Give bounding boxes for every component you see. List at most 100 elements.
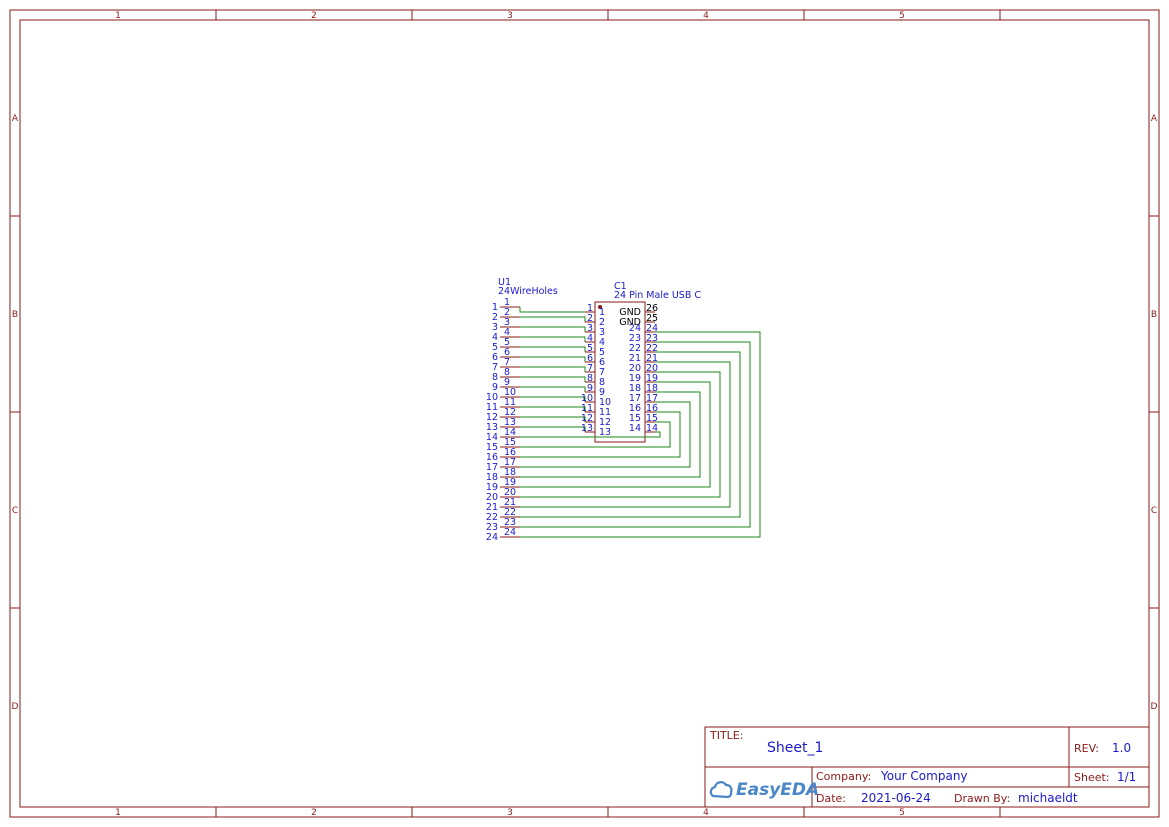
u1-pin-name: 12 [504, 407, 516, 418]
frame-row-label-right: D [1151, 702, 1158, 712]
c1-gnd-label: GND [619, 317, 641, 328]
u1-part-name: 24WireHoles [498, 286, 558, 297]
c1-left-pin-name: 5 [599, 347, 605, 358]
c1-right-pin-name: 22 [629, 343, 641, 354]
cloud-icon [709, 781, 733, 799]
u1-pin-number: 23 [486, 522, 498, 533]
u1-pin-name: 3 [504, 317, 510, 328]
wire-right [520, 341, 751, 528]
u1-pin-number: 12 [486, 412, 498, 423]
c1-left-pin-name: 13 [599, 427, 611, 438]
c1-gnd-pin-number: 26 [646, 303, 658, 314]
u1-pin-number: 16 [486, 452, 498, 463]
component-u1[interactable]: U1 24WireHoles [498, 277, 558, 297]
c1-right-pin-name: 19 [629, 373, 641, 384]
u1-pin-number: 3 [492, 322, 498, 333]
c1-right-pin-name: 15 [629, 413, 641, 424]
rev-value: 1.0 [1112, 741, 1131, 755]
c1-left-pin-name: 8 [599, 377, 605, 388]
wire-left [520, 386, 586, 392]
wire-left [520, 356, 586, 362]
u1-pin-number: 24 [486, 532, 498, 543]
u1-pin-number: 14 [486, 432, 498, 443]
frame-column-label-top: 3 [507, 11, 513, 21]
frame-row-label-right: B [1151, 310, 1157, 320]
c1-right-pin-number: 22 [646, 343, 658, 354]
u1-pin-number: 17 [486, 462, 498, 473]
sheet-value: 1/1 [1117, 770, 1136, 784]
wire-left [520, 366, 586, 372]
frame-column-label-bottom: 3 [507, 808, 513, 818]
wire-right [520, 411, 681, 458]
wires [519, 307, 761, 538]
frame-column-label-top: 1 [115, 11, 121, 21]
wire-left [520, 426, 586, 432]
drawn-by-value: michaeldt [1018, 791, 1078, 805]
u1-pin-number: 22 [486, 512, 498, 523]
u1-pin-number: 15 [486, 442, 498, 453]
easyeda-logo: EasyEDA [709, 780, 819, 800]
date-label: Date: [816, 792, 846, 805]
c1-left-pin-name: 10 [599, 397, 611, 408]
u1-pin-number: 13 [486, 422, 498, 433]
frame-column-label-bottom: 4 [703, 808, 709, 818]
u1-pin-name: 7 [504, 357, 510, 368]
u1-pin-name: 14 [504, 427, 516, 438]
c1-left-pin-number: 12 [581, 413, 593, 424]
c1-right-pin-name: 18 [629, 383, 641, 394]
u1-pin-name: 5 [504, 337, 510, 348]
c1-left-pin-name: 3 [599, 327, 605, 338]
frame-row-label-left: C [12, 506, 18, 516]
c1-right-pin-name: 17 [629, 393, 641, 404]
c1-left-pin-number: 3 [587, 323, 593, 334]
c1-left-pin-number: 1 [587, 303, 593, 314]
c1-right-pin-name: 14 [629, 423, 641, 434]
u1-pin-number: 21 [486, 502, 498, 513]
c1-left-pin-number: 6 [587, 353, 593, 364]
c1-left-pin-name: 11 [599, 407, 611, 418]
wire-right [520, 431, 661, 438]
u1-pin-name: 10 [504, 387, 516, 398]
c1-left-pin-name: 12 [599, 417, 611, 428]
logo-text: EasyEDA [736, 780, 819, 800]
frame-column-label-bottom: 2 [311, 808, 317, 818]
c1-left-pin-number: 9 [587, 383, 593, 394]
c1-gnd-pin-number: 25 [646, 313, 658, 324]
u1-pin-name: 22 [504, 507, 516, 518]
wire-right [520, 381, 711, 488]
u1-pin-number: 2 [492, 312, 498, 323]
c1-right-pin-number: 15 [646, 413, 658, 424]
wire-right [520, 421, 671, 448]
u1-pin-number: 6 [492, 352, 498, 363]
c1-right-pin-number: 14 [646, 423, 658, 434]
c1-right-pin-name: 24 [629, 323, 641, 334]
wire-left [520, 316, 586, 322]
c1-left-pin-name: 2 [599, 317, 605, 328]
frame-column-label-bottom: 1 [115, 808, 121, 818]
u1-pin-number: 7 [492, 362, 498, 373]
sheet-title: Sheet_1 [767, 740, 823, 756]
c1-right-pin-name: 23 [629, 333, 641, 344]
wire-right [520, 351, 741, 518]
u1-pin-name: 9 [504, 377, 510, 388]
u1-pin-name: 19 [504, 477, 516, 488]
u1-pin-name: 11 [504, 397, 516, 408]
c1-right-pin-number: 16 [646, 403, 658, 414]
u1-pin-name: 1 [504, 297, 510, 308]
date-value: 2021-06-24 [861, 791, 931, 805]
wire-left [520, 326, 586, 332]
c1-left-pin-number: 4 [587, 333, 593, 344]
u1-pin-number: 9 [492, 382, 498, 393]
frame-column-label-bottom: 5 [899, 808, 905, 818]
wire-right [520, 401, 691, 468]
u1-pin-name: 23 [504, 517, 516, 528]
wire-left [520, 376, 586, 382]
wire-right [520, 391, 701, 478]
c1-right-pin-name: 20 [629, 363, 641, 374]
drawn-by-label: Drawn By: [954, 792, 1010, 805]
c1-left-pin-name: 9 [599, 387, 605, 398]
frame-row-label-left: A [12, 114, 19, 124]
